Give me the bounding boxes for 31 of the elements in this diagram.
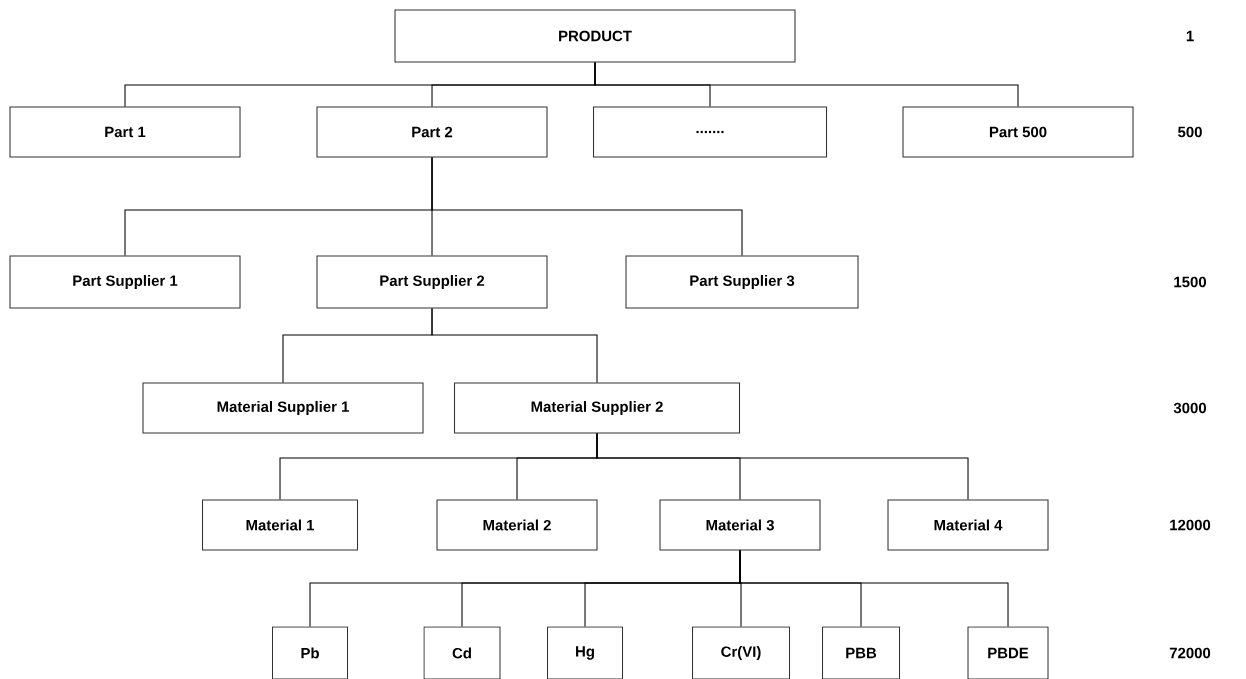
box: .......: [593, 106, 828, 158]
box: Material 3: [659, 499, 821, 551]
box: Hg: [547, 626, 624, 679]
box: Material Supplier 2: [454, 382, 741, 434]
level-count: 1: [1186, 30, 1194, 42]
connector: [431, 157, 743, 256]
connector: [594, 62, 1019, 107]
box: Material 4: [887, 499, 1049, 551]
connector: [431, 308, 598, 383]
box: Part 2: [316, 106, 548, 158]
box: Pb: [272, 626, 349, 679]
box: Cd: [423, 626, 501, 679]
box: Part Supplier 1: [9, 255, 241, 309]
box: Part 500: [902, 106, 1134, 158]
box: Material Supplier 1: [142, 382, 424, 434]
box: Cr(VI): [692, 626, 791, 679]
box: PBB: [822, 626, 901, 679]
box: Material 1: [202, 499, 359, 551]
level-count: 72000: [1169, 647, 1211, 659]
connector: [739, 550, 1009, 627]
connector: [596, 433, 969, 500]
box: Part 1: [9, 106, 241, 158]
level-count: 12000: [1170, 519, 1211, 531]
level-count: 1500: [1174, 276, 1206, 288]
box: Material 2: [436, 499, 598, 551]
box: PBDE: [967, 626, 1049, 679]
box: Part Supplier 2: [316, 255, 548, 309]
box: PRODUCT: [394, 9, 796, 63]
box: Part Supplier 3: [625, 255, 859, 309]
level-count: 3000: [1173, 402, 1206, 414]
level-count: 500: [1178, 126, 1202, 138]
